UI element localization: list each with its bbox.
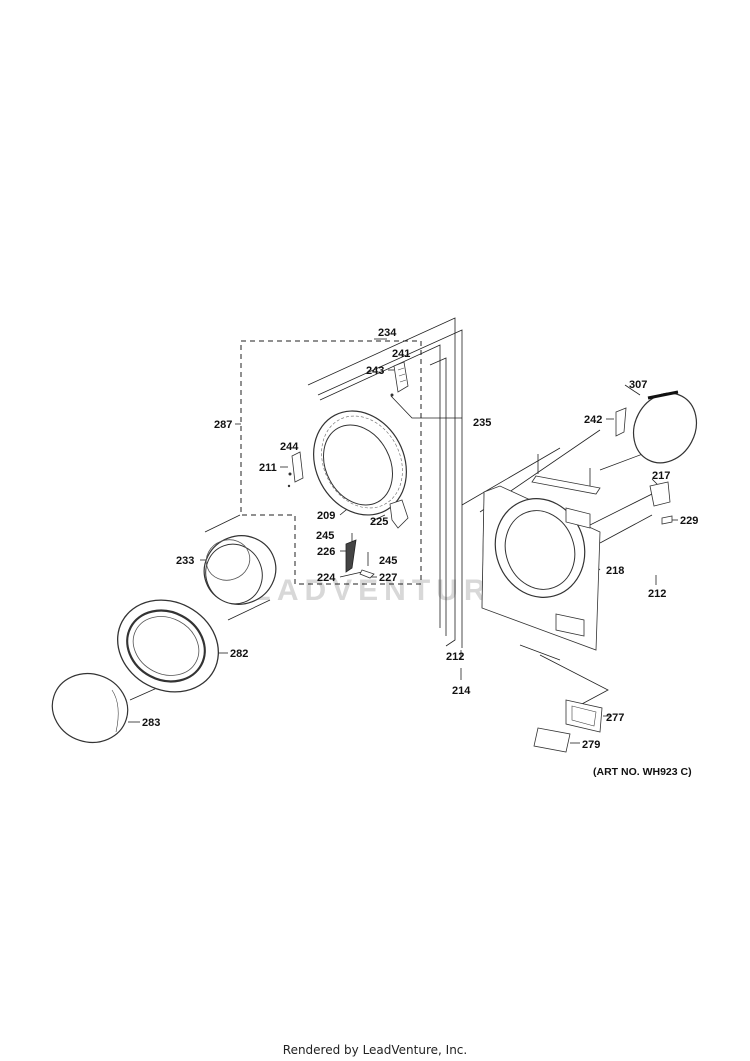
subassembly-box (240, 340, 422, 585)
part-218-front-panel (481, 485, 601, 651)
label-307: 307 (629, 379, 647, 391)
label-227: 227 (379, 572, 397, 584)
part-labels: 234 241 243 235 287 244 211 209 225 245 … (142, 327, 698, 751)
label-243: 243 (366, 365, 384, 377)
part-244-latch (287, 451, 304, 488)
label-287: 287 (214, 419, 232, 431)
label-283: 283 (142, 717, 160, 729)
part-209-door-ring (313, 410, 407, 516)
part-279-cover (533, 727, 571, 753)
label-241: 241 (392, 348, 410, 360)
part-233-window (203, 535, 277, 605)
label-217: 217 (652, 470, 670, 482)
label-229: 229 (680, 515, 698, 527)
label-218: 218 (606, 565, 624, 577)
label-211: 211 (259, 462, 277, 474)
part-277-dispenser (565, 699, 603, 733)
footer-credit: Rendered by LeadVenture, Inc. (282, 1043, 468, 1057)
part-225-bracket (389, 499, 409, 529)
label-225: 225 (370, 516, 388, 528)
part-226-handle (345, 533, 375, 579)
label-226: 226 (317, 546, 335, 558)
label-279: 279 (582, 739, 600, 751)
label-212b: 212 (446, 651, 464, 663)
label-234: 234 (378, 327, 397, 339)
label-245a: 245 (316, 530, 334, 542)
label-214: 214 (452, 685, 471, 697)
label-209: 209 (317, 510, 335, 522)
part-282-door-frame (117, 599, 219, 693)
label-277: 277 (606, 712, 624, 724)
label-242: 242 (584, 414, 602, 426)
label-233: 233 (176, 555, 194, 567)
part-307-cover (632, 390, 698, 464)
label-245b: 245 (379, 555, 397, 567)
label-235: 235 (473, 417, 491, 429)
label-212a: 212 (648, 588, 666, 600)
art-number: (ART NO. WH923 C) (593, 766, 692, 778)
label-244: 244 (280, 441, 299, 453)
label-224: 224 (317, 572, 336, 584)
part-217-switch (649, 481, 673, 525)
part-241-hinge (390, 361, 409, 397)
control-bracket (531, 454, 601, 495)
part-242-clip (615, 407, 627, 437)
label-282: 282 (230, 648, 248, 660)
part-283-door-glass (51, 672, 129, 744)
